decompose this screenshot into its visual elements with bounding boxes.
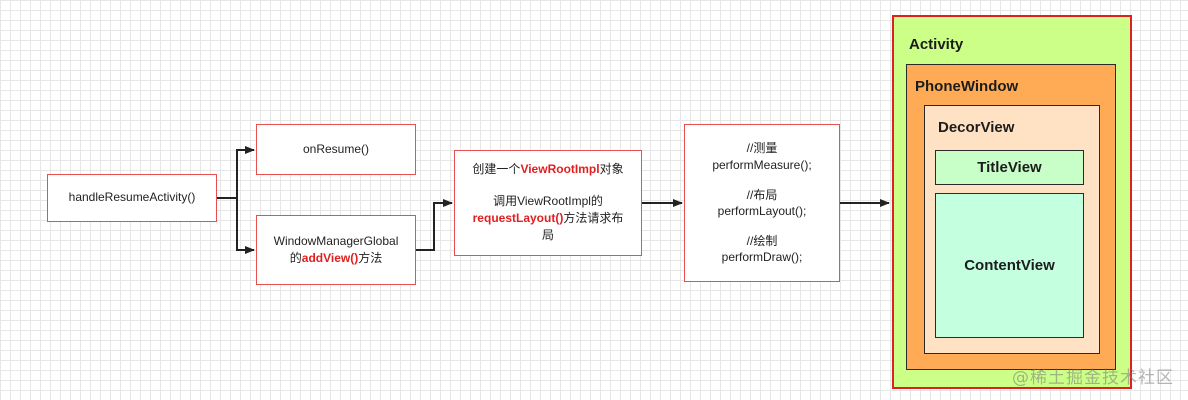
handle-resume-activity-label: handleResumeActivity() bbox=[68, 190, 196, 205]
arrow-to-windowmanager bbox=[236, 198, 255, 254]
activity-label: Activity bbox=[909, 36, 964, 53]
vri-line2: 调用ViewRootImpl的 bbox=[493, 193, 603, 208]
window-manager-global-box: WindowManagerGlobal 的addView()方法 bbox=[256, 215, 416, 285]
vri-line3: requestLayout()方法请求布 bbox=[472, 211, 624, 225]
handle-resume-activity-box: handleResumeActivity() bbox=[47, 174, 217, 222]
view-root-impl-box: 创建一个ViewRootImpl对象 调用ViewRootImpl的 reque… bbox=[454, 150, 642, 256]
arrow-wmg-to-viewroot bbox=[416, 199, 453, 251]
title-view-box: TitleView bbox=[935, 150, 1084, 185]
title-view-label: TitleView bbox=[977, 159, 1042, 176]
content-view-box: ContentView bbox=[935, 193, 1084, 338]
arrow-to-onresume bbox=[236, 146, 255, 198]
draw-call: performDraw(); bbox=[721, 250, 803, 265]
add-view-method: addView() bbox=[301, 251, 359, 265]
decor-view-label: DecorView bbox=[938, 119, 1015, 136]
watermark: @稀土掘金技术社区 bbox=[1012, 368, 1174, 388]
phone-window-label: PhoneWindow bbox=[915, 78, 1019, 95]
content-view-label: ContentView bbox=[964, 257, 1055, 274]
on-resume-label: onResume() bbox=[302, 141, 370, 156]
request-layout-highlight: requestLayout() bbox=[472, 211, 564, 225]
wmg-line2: 的addView()方法 bbox=[289, 251, 383, 265]
measure-call: performMeasure(); bbox=[712, 157, 812, 172]
vri-line1: 创建一个ViewRootImpl对象 bbox=[472, 162, 624, 177]
layout-call: performLayout(); bbox=[717, 204, 807, 218]
view-root-impl-highlight: ViewRootImpl bbox=[520, 162, 600, 177]
perform-traversal-box: //测量 performMeasure(); //布局 performLayou… bbox=[684, 124, 840, 282]
vri-line4: 局 bbox=[541, 228, 554, 243]
on-resume-box: onResume() bbox=[256, 124, 416, 175]
draw-comment: //绘制 bbox=[746, 234, 778, 249]
wmg-line1: WindowManagerGlobal bbox=[273, 233, 399, 248]
layout-comment: //布局 bbox=[746, 187, 778, 202]
measure-comment: //测量 bbox=[746, 141, 778, 156]
